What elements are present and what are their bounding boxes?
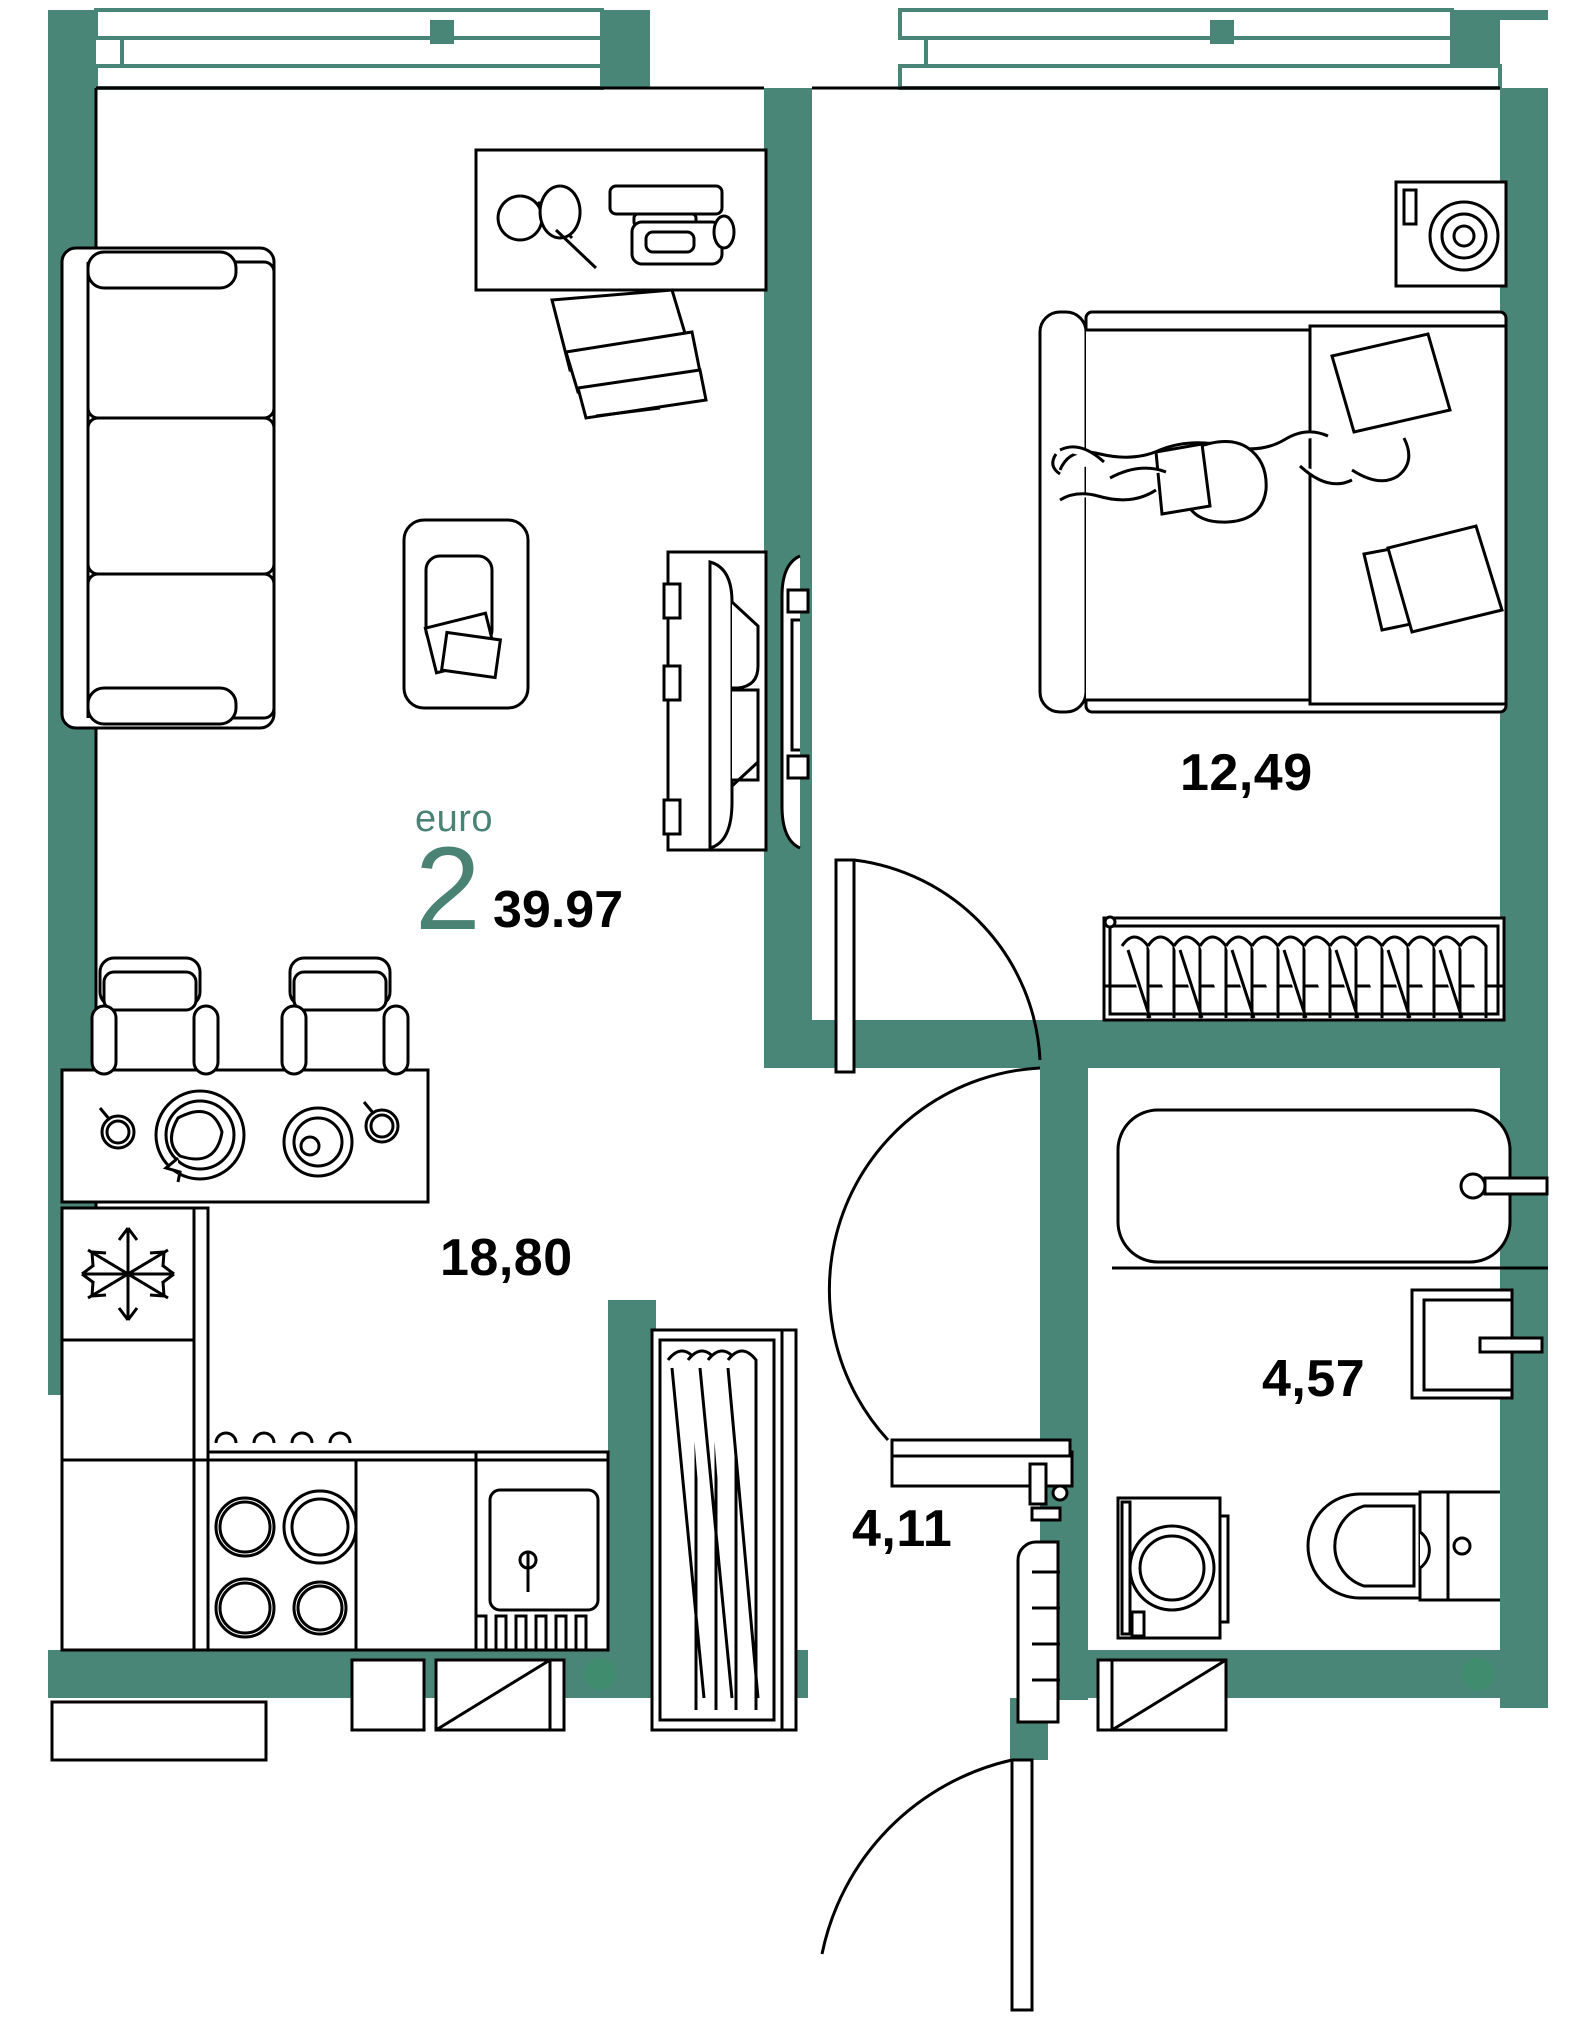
door-bathroom <box>827 1066 1072 1458</box>
washing-machine <box>1116 1496 1230 1640</box>
socket-bathroom <box>1462 1658 1494 1690</box>
washbasin <box>1410 1288 1544 1400</box>
area-label-bedroom: 12,49 <box>1180 744 1313 802</box>
dining-table <box>60 1068 430 1204</box>
sink <box>474 1450 610 1652</box>
window-bedroom <box>898 8 1502 90</box>
desk <box>474 148 768 292</box>
hall-shelf <box>1016 1506 1062 1724</box>
badge-euro-label: euro <box>415 798 494 840</box>
desk-chair <box>550 288 708 420</box>
wardrobe-hallway <box>650 1328 798 1732</box>
area-label-bathroom: 4,57 <box>1262 1350 1366 1408</box>
refrigerator <box>60 1206 196 1342</box>
tv <box>780 554 810 850</box>
bed <box>1038 310 1508 714</box>
tv-unit <box>662 550 768 852</box>
door-entry <box>820 1758 1034 2012</box>
sofa <box>60 246 276 730</box>
window-living-room <box>94 8 604 90</box>
bathtub <box>1112 1108 1549 1270</box>
side-table <box>402 518 530 710</box>
badge-total-area: 39.97 <box>493 881 624 939</box>
toilet <box>1306 1490 1500 1602</box>
wardrobe <box>1102 915 1506 1022</box>
door-bedroom <box>834 858 1042 1074</box>
badge-room-count: 2 <box>415 823 481 955</box>
kitchen-counter <box>60 1206 210 1652</box>
stove <box>206 1431 358 1652</box>
walls <box>48 10 1548 1760</box>
counter-segment <box>354 1450 478 1652</box>
bottom-panel-kitchen <box>350 1658 566 1732</box>
bedside-lamp <box>1394 180 1508 288</box>
dining-chair-left <box>90 956 220 1076</box>
bottom-panel-hall <box>1096 1658 1228 1732</box>
area-label-living-kitchen: 18,80 <box>440 1229 573 1287</box>
area-label-hallway: 4,11 <box>852 1500 953 1558</box>
door-hallway <box>1028 1462 1048 1506</box>
dining-chair-right <box>280 956 410 1076</box>
radiator-living <box>50 1700 268 1762</box>
socket-kitchen <box>584 1658 616 1690</box>
